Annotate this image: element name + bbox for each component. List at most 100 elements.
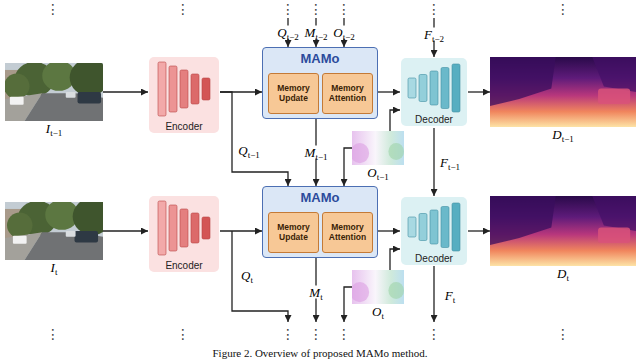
variable-subscript: t [55,267,58,277]
decoder-layer [452,203,460,251]
optical-flow: Ot−1 [352,131,404,184]
variable-subscript: t−2 [287,32,299,42]
car [13,236,27,244]
variable-symbol: Q [241,268,250,283]
decoder-background [401,197,467,265]
decoder-block: Decoder [400,57,468,128]
connector [220,230,262,231]
connector [468,91,490,92]
variable-symbol: O [372,304,381,319]
memory-box: Memory Update [268,73,319,114]
depth-car [598,228,630,243]
depth-ground [490,57,636,127]
connector [344,148,352,186]
variable-label: Ot−2 [332,26,355,39]
encoder-layer [158,201,166,255]
encoder-background [149,196,219,272]
image-label: It−1 [5,122,103,137]
car [10,97,24,105]
continuation-dots: ⋮ [46,2,60,16]
variable-subscript: t−1 [377,172,389,182]
variable-subscript: t−1 [562,134,574,144]
block-label: Decoder [400,114,468,126]
image-label: It [5,261,103,276]
image-label: Ot [352,305,404,320]
continuation-dots: ⋮ [337,2,351,16]
depth-trees [490,196,556,245]
connector [468,230,490,231]
continuation-dots: ⋮ [556,327,570,341]
variable-subscript: t−2 [432,34,444,44]
depth-map-image [490,196,636,266]
depth-map-image [490,57,636,127]
variable-subscript: t−1 [50,128,62,138]
decoder-layer [408,217,416,237]
flow-patch [388,282,404,299]
encoder-layer [191,74,199,104]
tree [7,212,32,238]
tree [73,202,103,235]
connector [103,230,148,231]
continuation-dots: ⋮ [176,2,190,16]
memory-label: Memory Update [269,223,318,243]
memory-label: Memory Attention [323,84,372,104]
continuation-dots: ⋮ [337,327,351,341]
variable-label: Ft−2 [423,28,445,41]
memory-label: Memory Attention [323,223,372,243]
car [66,92,76,98]
decoder-block: Decoder [400,196,468,267]
variable-symbol: M [309,285,320,300]
variable-symbol: D [552,127,561,142]
decoder-layer [441,68,449,109]
car [78,92,102,104]
edge-label: Ft−1 [440,156,460,169]
memory-box: Memory Attention [322,73,373,114]
output-wire [433,266,434,322]
decoder-layer [441,207,449,248]
variable-symbol: I [51,260,55,275]
decoder-layer [452,64,460,112]
variable-symbol: Q [277,25,286,40]
variable-subscript: t [320,292,323,302]
connector [433,128,434,196]
depth-trees [490,57,556,106]
variable-label: Qt−2 [276,26,299,39]
variable-subscript: t [250,275,253,285]
variable-label: Qt [241,269,253,282]
module-title: MAMo [263,191,377,206]
optical-flow-image [352,131,404,165]
encoder-layer [180,70,188,108]
variable-subscript: t−1 [315,152,327,162]
variable-subscript: t [453,295,456,305]
input-image: It−1 [5,63,103,141]
variable-subscript: t−2 [315,32,327,42]
variable-symbol: M [305,25,316,40]
encoder-layer [169,66,177,112]
car [66,231,76,237]
continuation-dots: ⋮ [281,2,295,16]
flow-patch [352,143,369,163]
figure-caption: Figure 2. Overview of proposed MAMo meth… [0,347,640,359]
car [75,231,99,243]
output-wire [344,287,352,322]
continuation-dots: ⋮ [427,2,441,16]
street-photo [5,202,103,260]
memory-label: Memory Update [269,84,318,104]
variable-symbol: F [424,27,432,42]
encoder-layer [169,205,177,251]
input-image: It [5,202,103,280]
image-label: Dt−1 [490,128,636,143]
variable-label: Ft [445,289,455,302]
decoder-background [401,58,467,126]
flow-patch [352,282,369,302]
depth-trees [592,196,636,231]
variable-label: Mt−2 [304,26,329,39]
variable-subscript: t−1 [448,162,460,172]
decoder-layer [430,71,438,105]
decoder-layer [419,214,427,241]
connector [103,91,148,92]
optical-flow: Ot [352,270,404,323]
memory-box: Memory Attention [322,212,373,253]
variable-subscript: t−2 [343,32,355,42]
continuation-dots: ⋮ [427,327,441,341]
